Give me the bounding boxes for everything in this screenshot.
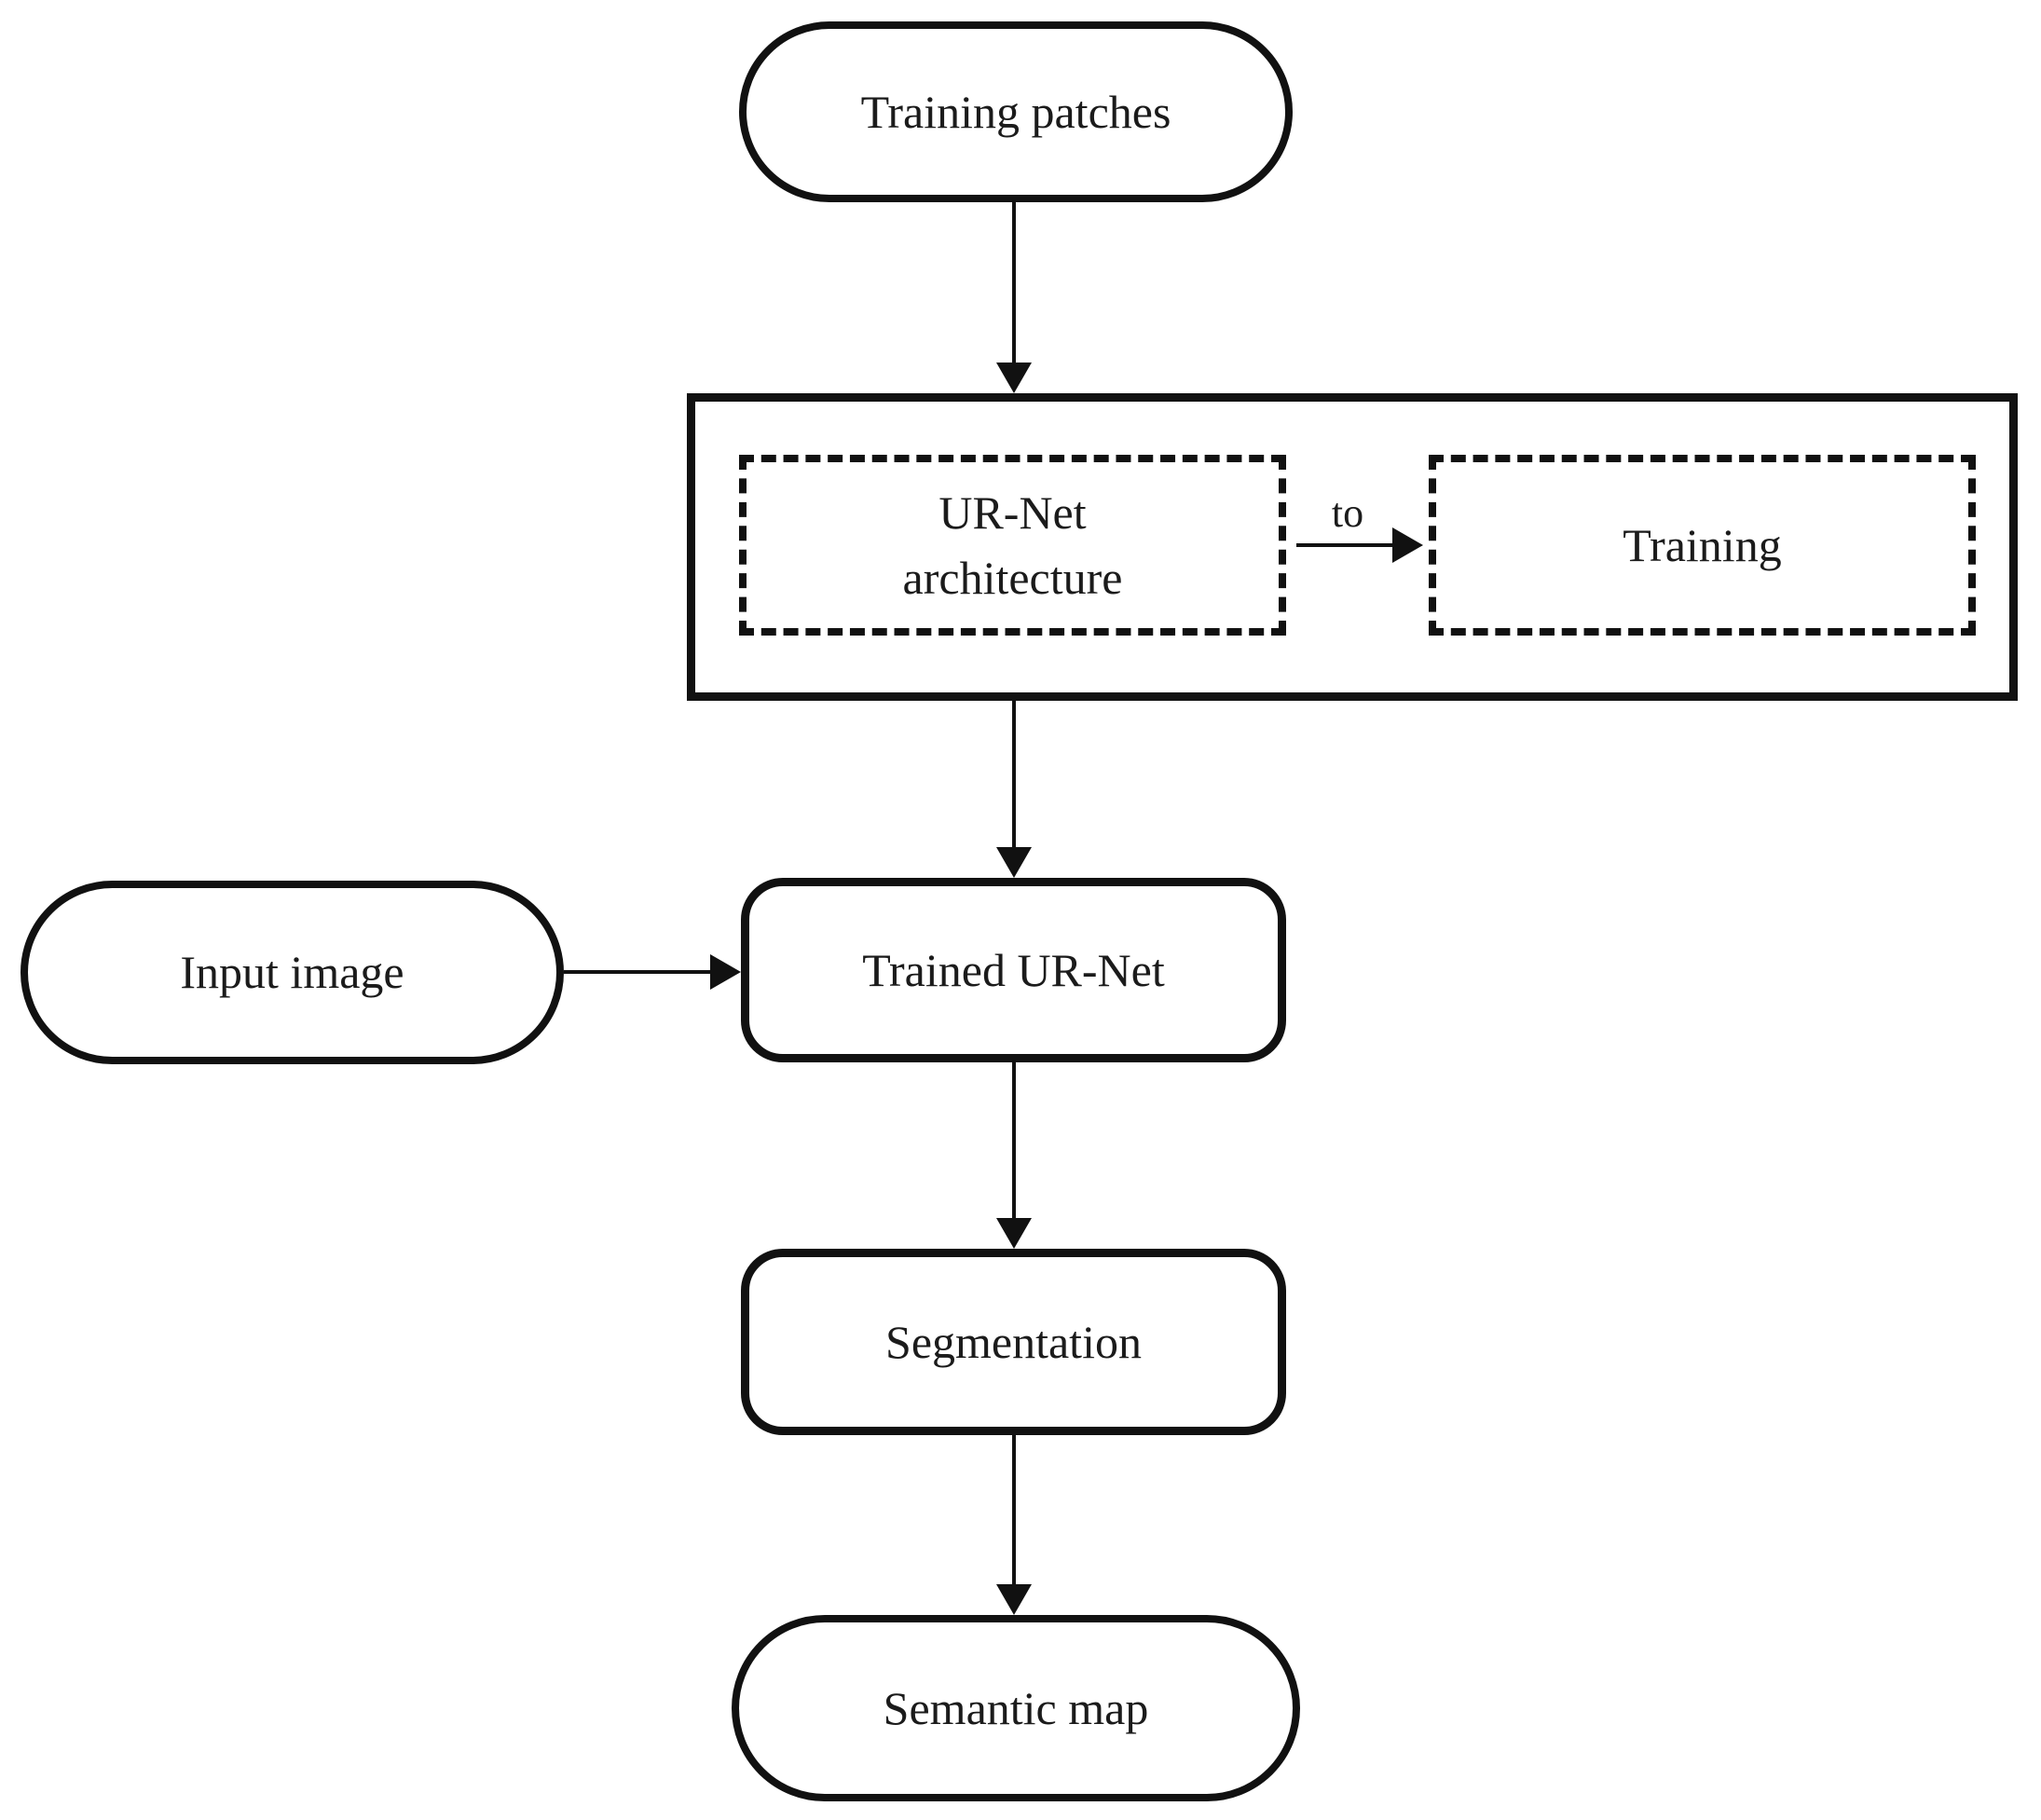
- arrow-architecture-to-training-head-icon: [1392, 527, 1423, 563]
- arrow-patches-to-pipeline-head-icon: [996, 363, 1032, 393]
- arrow-architecture-to-training-line: [1296, 543, 1392, 547]
- node-urnet-architecture: UR-Net architecture: [739, 455, 1286, 636]
- arrow-pipeline-to-trained-head-icon: [996, 847, 1032, 878]
- node-training-patches-label: Training patches: [860, 85, 1171, 138]
- node-training-label: Training: [1623, 519, 1782, 571]
- node-training-patches: Training patches: [739, 21, 1293, 202]
- training-pipeline-box: UR-Net architecture to Training: [687, 393, 2018, 701]
- arrow-trained-to-segmentation-line: [1012, 1062, 1016, 1219]
- node-segmentation-label: Segmentation: [885, 1315, 1142, 1368]
- node-input-image: Input image: [21, 881, 564, 1064]
- node-urnet-architecture-label: UR-Net architecture: [902, 486, 1123, 604]
- edge-to-label: to: [1331, 490, 1364, 536]
- node-trained-urnet: Trained UR-Net: [741, 878, 1286, 1062]
- node-trained-urnet-label: Trained UR-Net: [862, 943, 1165, 996]
- node-input-image-label: Input image: [180, 946, 404, 998]
- arrow-trained-to-segmentation-head-icon: [996, 1218, 1032, 1249]
- arrow-input-to-trained-head-icon: [710, 954, 741, 990]
- arrow-segmentation-to-semantic-line: [1012, 1435, 1016, 1585]
- node-segmentation: Segmentation: [741, 1249, 1286, 1435]
- arrow-pipeline-to-trained-line: [1012, 701, 1016, 848]
- node-training: Training: [1429, 455, 1976, 636]
- arrow-input-to-trained-line: [564, 970, 713, 974]
- arrow-patches-to-pipeline-line: [1012, 202, 1016, 363]
- node-semantic-map-label: Semantic map: [883, 1681, 1149, 1734]
- arrow-segmentation-to-semantic-head-icon: [996, 1584, 1032, 1615]
- node-semantic-map: Semantic map: [732, 1615, 1300, 1801]
